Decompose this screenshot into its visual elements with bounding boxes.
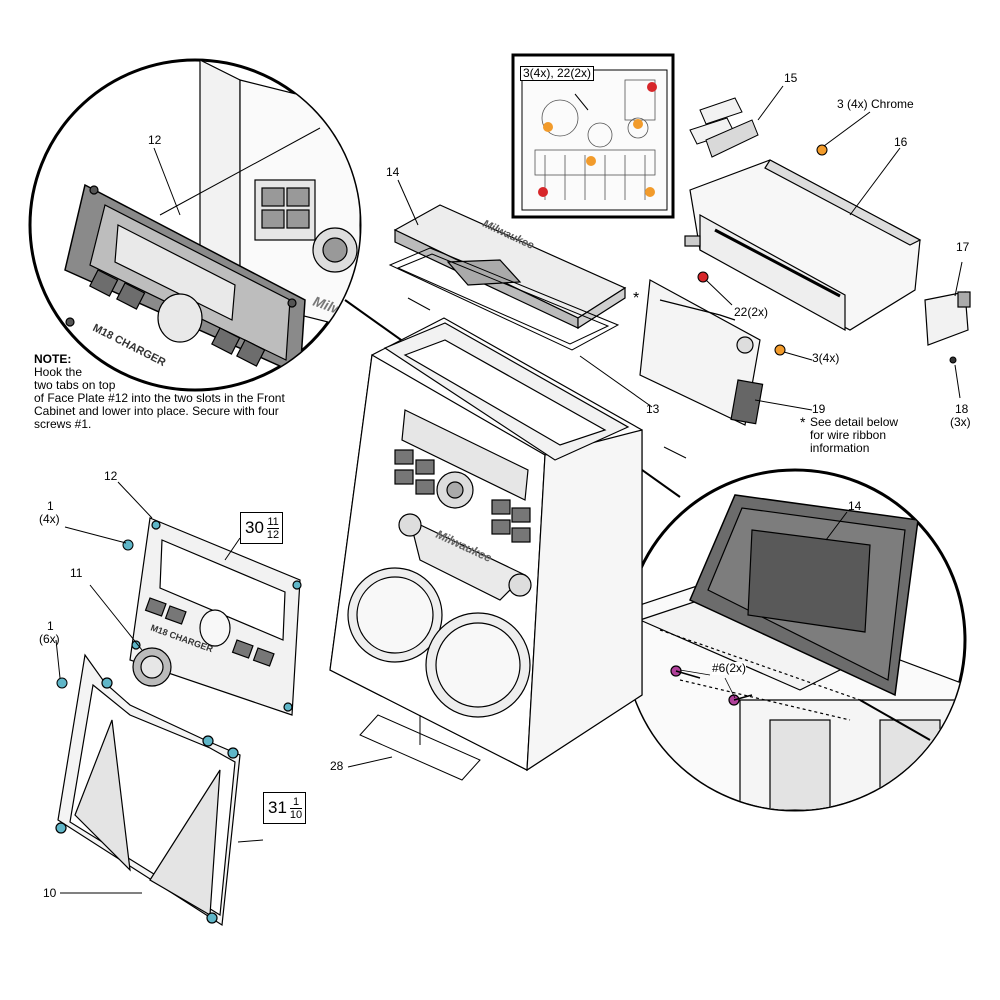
assembly-note: NOTE: Hook the two tabs on top of Face P… xyxy=(34,353,334,431)
callout-15: 15 xyxy=(784,71,798,85)
callout-1-b-qty: (6x) xyxy=(39,632,60,646)
board-17 xyxy=(924,291,971,346)
note-title: NOTE: xyxy=(34,352,72,366)
callout-22: 22(2x) xyxy=(734,305,769,319)
knob-11 xyxy=(132,647,172,687)
board-screw-red-1 xyxy=(647,82,657,92)
page-ref-num: 11 xyxy=(266,515,280,529)
callout-12-mid: 12 xyxy=(104,469,118,483)
grille-screw-cyan-1 xyxy=(101,677,113,689)
board-inset-label: 3(4x), 22(2x) xyxy=(520,66,595,81)
chrome-screw-3 xyxy=(816,144,828,156)
board-screw-orange-4 xyxy=(645,187,655,197)
screw-1-a xyxy=(122,539,134,551)
see-detail-asterisk: * xyxy=(800,414,806,430)
callout-11: 11 xyxy=(70,566,83,580)
label-sheet-28 xyxy=(359,714,481,781)
battery-cells-15 xyxy=(689,97,759,158)
board-screw-orange-3 xyxy=(586,156,596,166)
faceplate-12: M18 CHARGER xyxy=(129,517,302,716)
grille-screw-cyan-3 xyxy=(227,747,239,759)
screw-3 xyxy=(774,344,786,356)
callout-1-b: 1 xyxy=(47,619,54,633)
battery-tray-16 xyxy=(684,159,922,332)
callout-18: 18 xyxy=(955,402,969,416)
callout-3-chrome: 3 (4x) Chrome xyxy=(837,97,914,111)
callout-10: 10 xyxy=(43,886,57,900)
faceplate-screw-cyan-4 xyxy=(283,702,293,712)
page-ref-num: 1 xyxy=(289,796,303,809)
see-detail-line-3: information xyxy=(810,441,870,455)
screw-1-b xyxy=(56,677,68,689)
note-line: two tabs on top xyxy=(34,378,116,392)
page-ref-den: 10 xyxy=(289,808,303,821)
callout-1-a-qty: (4x) xyxy=(39,512,60,526)
grille-screw-cyan-2 xyxy=(202,735,214,747)
callout-asterisk: * xyxy=(633,290,640,307)
note-line: screws #1. xyxy=(34,417,92,431)
callout-16: 16 xyxy=(894,135,908,149)
faceplate-screw-cyan-2 xyxy=(292,580,302,590)
page-ref-number: 30 xyxy=(245,518,264,537)
page-ref-number: 31 xyxy=(268,798,287,817)
page-ref-30: 30 11 12 xyxy=(240,512,284,544)
callout-12-top: 12 xyxy=(148,133,162,147)
door-detail-inset xyxy=(623,468,967,812)
faceplate-screw-cyan-3 xyxy=(131,640,141,650)
page-ref-den: 12 xyxy=(266,528,280,541)
callout-19: 19 xyxy=(812,402,826,416)
see-detail-line-2: for wire ribbon xyxy=(810,428,887,442)
page-ref-31: 31 1 10 xyxy=(263,792,307,824)
callout-18-qty: (3x) xyxy=(950,415,971,429)
callout-28: 28 xyxy=(330,759,344,773)
callout-14-inset: 14 xyxy=(848,499,862,513)
grille-screw-cyan-4 xyxy=(55,822,67,834)
callout-17: 17 xyxy=(956,240,970,254)
gasket-13 xyxy=(388,247,687,459)
screw-18 xyxy=(949,356,957,364)
callout-14-top: 14 xyxy=(386,165,400,179)
pcb-19 xyxy=(639,279,764,426)
grille-10 xyxy=(55,653,241,927)
page-ref-fraction: 11 12 xyxy=(266,515,282,541)
board-screw-red-2 xyxy=(538,187,548,197)
grille-screw-cyan-5 xyxy=(206,912,218,924)
callout-6-inset: #6(2x) xyxy=(712,661,747,675)
faceplate-detail-inset: Milwaukee M18 CHARGER xyxy=(28,58,362,392)
callout-3-4x: 3(4x) xyxy=(812,351,840,365)
callout-13: 13 xyxy=(646,402,660,416)
note-line: Cabinet and lower into place. Secure wit… xyxy=(34,404,279,418)
front-cabinet: Milwaukee xyxy=(329,317,643,772)
faceplate-screw-cyan-1 xyxy=(151,520,161,530)
circuit-board-inset xyxy=(511,53,675,219)
callout-1-a: 1 xyxy=(47,499,54,513)
note-line: of Face Plate #12 into the two slots in … xyxy=(34,391,285,405)
screw-22 xyxy=(697,271,709,283)
page-ref-fraction: 1 10 xyxy=(289,796,305,821)
note-line: Hook the xyxy=(34,365,83,379)
see-detail-line-1: See detail below xyxy=(810,415,899,429)
callout-leaders xyxy=(55,85,963,894)
board-screw-orange-2 xyxy=(633,119,643,129)
board-screw-orange-1 xyxy=(543,122,553,132)
